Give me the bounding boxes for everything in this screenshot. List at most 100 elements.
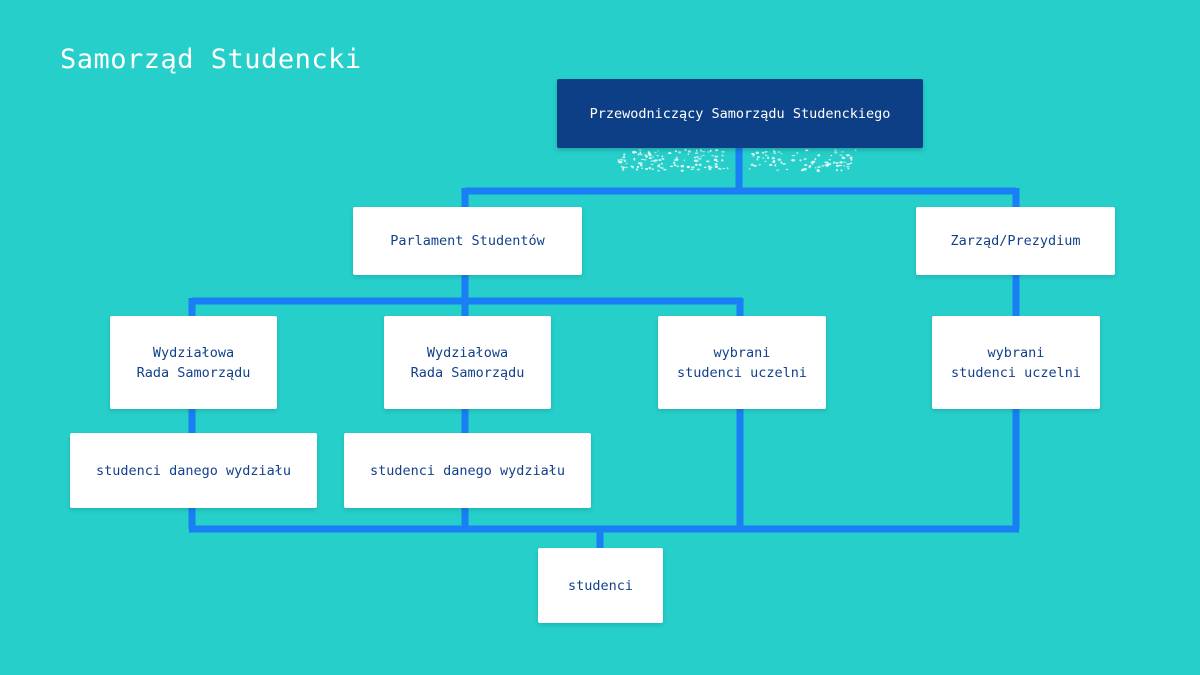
texture-dot bbox=[706, 160, 710, 163]
faculty-students-label-2: studenci danego wydziału bbox=[369, 462, 566, 479]
texture-dot bbox=[828, 159, 831, 161]
texture-dot bbox=[717, 167, 721, 170]
selected-students-box-2: wybrani studenci uczelni bbox=[932, 316, 1100, 409]
texture-dot bbox=[668, 152, 672, 155]
texture-dot bbox=[640, 164, 643, 167]
texture-dot bbox=[658, 159, 662, 161]
texture-dot bbox=[636, 165, 640, 168]
texture-dot bbox=[772, 149, 775, 151]
texture-dot bbox=[654, 151, 657, 154]
texture-dot bbox=[817, 166, 821, 168]
texture-dot bbox=[619, 158, 624, 161]
texture-dot bbox=[647, 152, 652, 156]
texture-dot bbox=[694, 152, 699, 155]
faculty-council-box-1: Wydziałowa Rada Samorządu bbox=[110, 316, 277, 409]
texture-dot bbox=[777, 158, 782, 161]
texture-dot bbox=[796, 152, 799, 154]
texture-dot bbox=[708, 167, 712, 171]
selected-students-label-2: wybrani studenci uczelni bbox=[950, 344, 1082, 381]
texture-dot bbox=[622, 166, 625, 169]
texture-dot bbox=[678, 151, 682, 154]
texture-dot bbox=[698, 157, 702, 160]
texture-dot bbox=[695, 149, 698, 152]
texture-dot bbox=[673, 159, 676, 161]
texture-dot bbox=[669, 165, 674, 168]
texture-dot bbox=[803, 157, 807, 161]
texture-dot bbox=[821, 164, 825, 167]
texture-dot bbox=[769, 163, 773, 167]
texture-dot bbox=[762, 157, 765, 159]
texture-dot bbox=[846, 163, 851, 165]
texture-dot bbox=[782, 163, 786, 165]
texture-dot bbox=[773, 150, 776, 153]
texture-dot bbox=[687, 150, 691, 153]
texture-dot bbox=[635, 168, 639, 171]
texture-dot bbox=[716, 160, 719, 163]
texture-dot bbox=[791, 159, 796, 162]
texture-dot bbox=[824, 161, 827, 163]
texture-dot bbox=[764, 154, 768, 157]
texture-dot bbox=[785, 168, 789, 171]
texture-dot bbox=[751, 153, 755, 155]
texture-dot bbox=[840, 169, 843, 172]
texture-dot bbox=[803, 164, 808, 166]
texture-dot bbox=[846, 166, 850, 168]
texture-dot bbox=[661, 157, 665, 160]
faculty-students-label-1: studenci danego wydziału bbox=[95, 462, 292, 479]
texture-dot bbox=[694, 163, 698, 166]
texture-dot bbox=[846, 154, 851, 156]
texture-dot bbox=[693, 156, 697, 159]
texture-dot bbox=[621, 169, 625, 171]
texture-dot bbox=[663, 168, 667, 171]
texture-dot bbox=[625, 162, 628, 165]
texture-dot bbox=[703, 166, 707, 169]
texture-dot bbox=[635, 151, 638, 153]
texture-dot bbox=[619, 160, 623, 164]
texture-dot bbox=[726, 167, 729, 170]
texture-dot bbox=[622, 156, 626, 159]
texture-dot bbox=[756, 158, 759, 161]
texture-dot bbox=[658, 163, 660, 167]
texture-dot bbox=[675, 158, 679, 161]
faculty-council-label-2: Wydziałowa Rada Samorządu bbox=[410, 344, 525, 381]
texture-dot bbox=[715, 149, 719, 152]
texture-dot bbox=[755, 151, 759, 155]
texture-dot bbox=[701, 150, 706, 153]
texture-dot bbox=[842, 161, 847, 163]
texture-dot bbox=[690, 168, 694, 170]
texture-dot bbox=[722, 167, 726, 170]
texture-dot bbox=[832, 161, 836, 164]
texture-dot bbox=[638, 149, 642, 151]
faculty-council-box-2: Wydziałowa Rada Samorządu bbox=[384, 316, 551, 409]
texture-dot bbox=[680, 169, 684, 172]
texture-dot bbox=[774, 164, 777, 167]
texture-dot bbox=[623, 159, 627, 162]
texture-dot bbox=[835, 161, 839, 165]
texture-dot bbox=[698, 163, 702, 166]
texture-dot bbox=[714, 165, 719, 168]
texture-dot bbox=[843, 165, 846, 167]
texture-dot bbox=[709, 149, 712, 152]
texture-dot bbox=[748, 168, 751, 170]
texture-dot bbox=[632, 150, 636, 154]
texture-dot bbox=[637, 153, 640, 156]
texture-dot bbox=[721, 159, 724, 162]
texture-dot bbox=[639, 151, 642, 154]
texture-dot bbox=[850, 158, 853, 161]
texture-dot bbox=[639, 153, 643, 156]
texture-dot bbox=[702, 154, 705, 157]
texture-dot bbox=[674, 150, 678, 152]
texture-dot bbox=[811, 160, 815, 164]
president-box: Przewodniczący Samorządu Studenckiego bbox=[557, 79, 923, 148]
texture-dot bbox=[651, 168, 655, 170]
texture-dot bbox=[648, 157, 653, 159]
texture-dot bbox=[654, 161, 657, 163]
texture-dot bbox=[714, 155, 718, 158]
texture-dot bbox=[699, 149, 702, 152]
dot-texture bbox=[617, 148, 857, 173]
texture-dot bbox=[830, 154, 833, 157]
texture-dot bbox=[713, 158, 718, 162]
texture-dot bbox=[777, 151, 781, 153]
texture-dot bbox=[648, 166, 652, 170]
